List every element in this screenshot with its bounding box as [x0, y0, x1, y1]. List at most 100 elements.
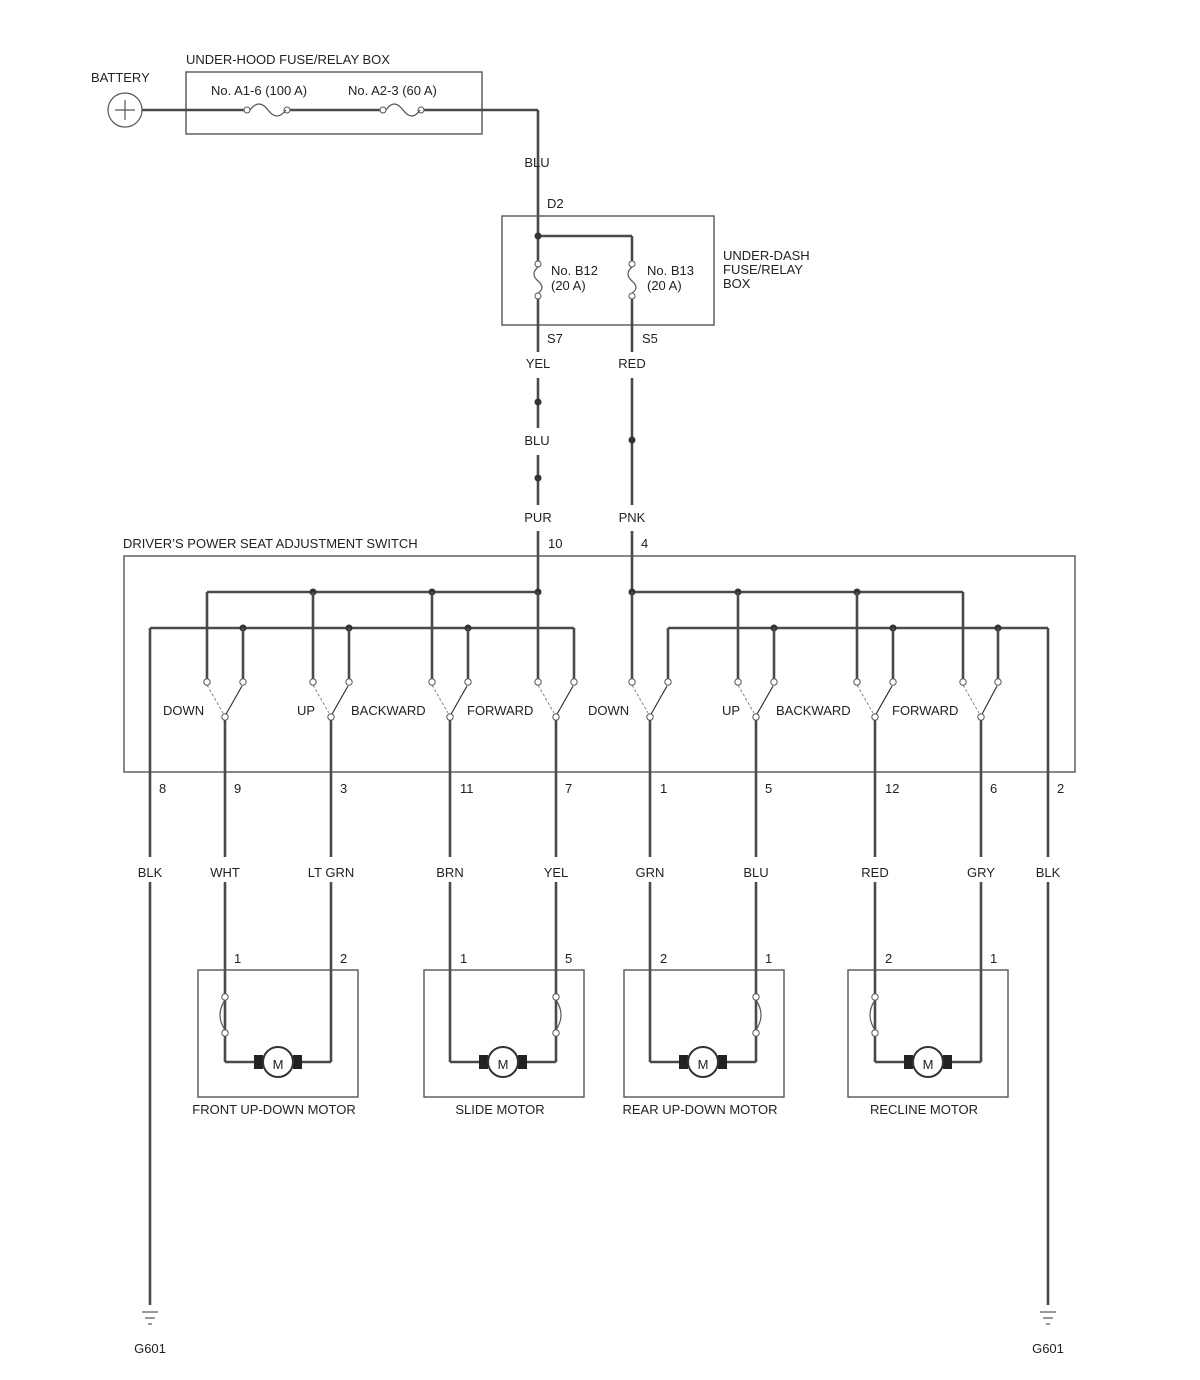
switch-pin-label: 12 [885, 781, 899, 796]
wire-color-s5: RED [618, 356, 645, 371]
motor-name: FRONT UP-DOWN MOTOR [192, 1102, 355, 1117]
motor-box [197, 969, 359, 1098]
battery [107, 92, 143, 128]
fuse-b12-label-2: (20 A) [551, 278, 586, 293]
underhood-box-title: UNDER-HOOD FUSE/RELAY BOX [186, 52, 390, 67]
motor-brush [479, 1055, 488, 1069]
fuse-b13 [627, 260, 637, 300]
switch-label-recline-backward: BACKWARD [776, 703, 851, 718]
wire-color-s7: YEL [526, 356, 551, 371]
motor-symbol [912, 1046, 944, 1078]
power-seat-switch-box [123, 555, 1076, 773]
motor-symbol-letter: M [923, 1057, 934, 1072]
switch-front-up [309, 592, 353, 721]
fuse-b12 [533, 260, 543, 300]
switch-label-recline-forward: FORWARD [892, 703, 958, 718]
fuse-b12-label-1: No. B12 [551, 263, 598, 278]
breaker-terminal [871, 993, 879, 1001]
switch-label-rear-up: UP [722, 703, 740, 718]
switch-recline-backward [853, 592, 897, 721]
motor-pin-left: 1 [460, 951, 467, 966]
fuse-a1-6 [243, 103, 291, 117]
motor-pin-right: 5 [565, 951, 572, 966]
wire-color-label: YEL [544, 865, 569, 880]
left-feed-wire [534, 299, 542, 592]
underdash-title-1: UNDER-DASH [723, 248, 810, 263]
wire-color-label: LT GRN [308, 865, 354, 880]
wire-color-pur: PUR [524, 510, 551, 525]
breaker-terminal [552, 993, 560, 1001]
wire-color-pnk: PNK [619, 510, 646, 525]
fuse-a2-3-label: No. A2-3 (60 A) [348, 83, 437, 98]
switch-pin-label: 1 [660, 781, 667, 796]
motor-pin-right: 2 [340, 951, 347, 966]
switch-slide-backward [428, 592, 472, 721]
motor-box [423, 969, 585, 1098]
wire-color-mid: BLU [524, 433, 549, 448]
motor-box [847, 969, 1009, 1098]
motor-brush [293, 1055, 302, 1069]
motor-symbol-letter: M [698, 1057, 709, 1072]
motor-pin-right: 1 [990, 951, 997, 966]
underdash-internal-wires [534, 232, 634, 262]
motor-brush [904, 1055, 913, 1069]
wire-color-label: GRN [636, 865, 665, 880]
underdash-title-3: BOX [723, 276, 751, 291]
breaker-terminal [871, 1029, 879, 1037]
motor-brush [718, 1055, 727, 1069]
wire-color-label: BLK [138, 865, 163, 880]
switch-recline-forward [959, 592, 1002, 721]
terminal-d2: D2 [547, 196, 564, 211]
switch-pin-label: 2 [1057, 781, 1064, 796]
wire-color-label: RED [861, 865, 888, 880]
motor-symbol [687, 1046, 719, 1078]
motor-pin-left: 1 [234, 951, 241, 966]
right-feed-wire [628, 299, 636, 592]
motor-pin-left: 2 [660, 951, 667, 966]
switch-label-slide-forward: FORWARD [467, 703, 533, 718]
underhood-fuse-box [185, 71, 483, 135]
motor-name: SLIDE MOTOR [455, 1102, 544, 1117]
motor-pin-right: 1 [765, 951, 772, 966]
ground-left-label: G601 [134, 1341, 166, 1356]
switch-title: DRIVER’S POWER SEAT ADJUSTMENT SWITCH [123, 536, 418, 551]
fuse-b13-label-2: (20 A) [647, 278, 682, 293]
wire-color-label: BLU [743, 865, 768, 880]
motor-symbol [487, 1046, 519, 1078]
battery-feed-wire [142, 108, 540, 236]
switch-pin-label: 5 [765, 781, 772, 796]
terminal-s5: S5 [642, 331, 658, 346]
left-switch-buses [150, 588, 574, 632]
circuit-breaker [219, 999, 226, 1031]
ground-right-label: G601 [1032, 1341, 1064, 1356]
wire-color-feed: BLU [524, 155, 549, 170]
breaker-terminal [552, 1029, 560, 1037]
switch-pin-label: 3 [340, 781, 347, 796]
wire-color-label: BLK [1036, 865, 1061, 880]
breaker-terminal [221, 1029, 229, 1037]
motor-symbol-letter: M [498, 1057, 509, 1072]
switch-rear-up [734, 592, 778, 721]
motor-brush [943, 1055, 952, 1069]
wire-color-label: WHT [210, 865, 240, 880]
motor-pin-left: 2 [885, 951, 892, 966]
underdash-title-2: FUSE/RELAY [723, 262, 803, 277]
switch-slide-forward [534, 592, 578, 721]
ground-left-symbol [142, 1311, 158, 1325]
switch-rear-down [628, 592, 672, 721]
terminal-s7: S7 [547, 331, 563, 346]
motor-symbol [262, 1046, 294, 1078]
motor-brush [254, 1055, 263, 1069]
motor-box [623, 969, 785, 1098]
wire-color-label: GRY [967, 865, 995, 880]
circuit-breaker [555, 999, 562, 1031]
switch-input-pin-10: 10 [548, 536, 562, 551]
motor-symbol-letter: M [273, 1057, 284, 1072]
circuit-breaker [869, 999, 876, 1031]
switch-pin-label: 6 [990, 781, 997, 796]
